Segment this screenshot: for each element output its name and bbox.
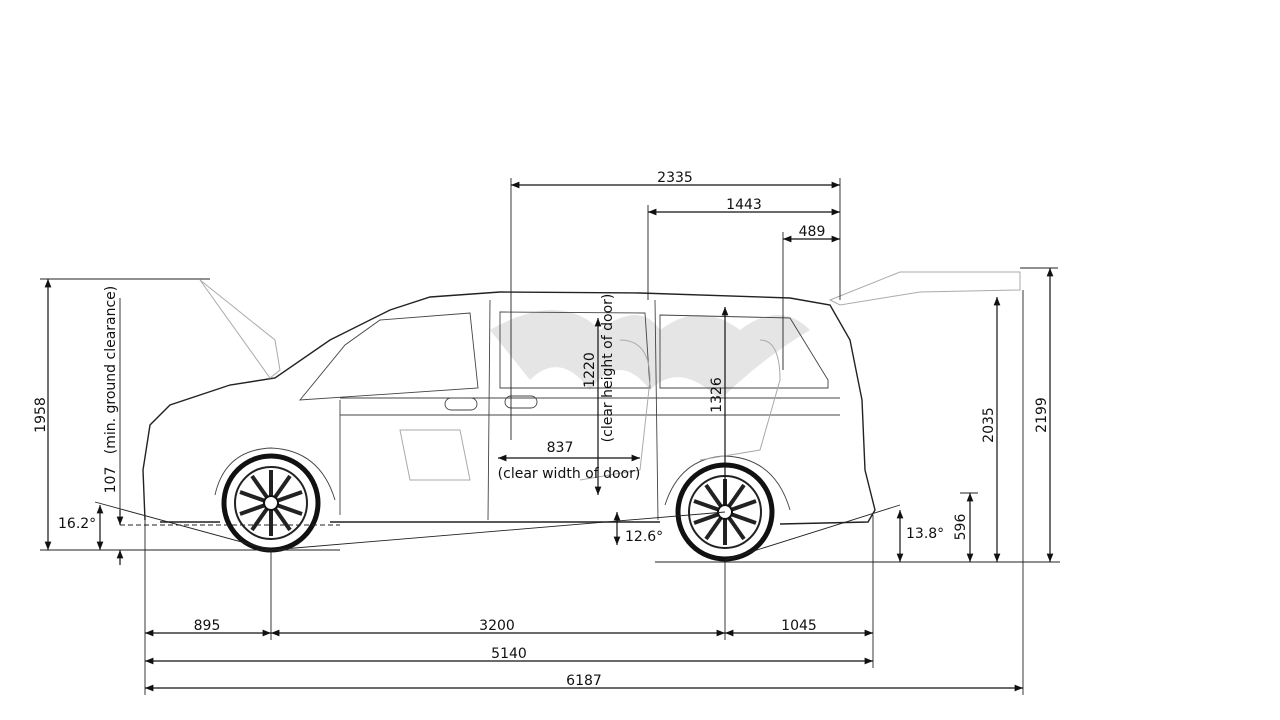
- dim-489-label: 489: [799, 224, 826, 240]
- ramp-angle-label: 12.6°: [625, 529, 663, 545]
- height-596-label: 596: [953, 514, 969, 541]
- door-clear-height-label: 1220: [582, 352, 598, 388]
- watermark-logo: [490, 310, 810, 400]
- door-clear-width-note: (clear width of door): [498, 466, 641, 482]
- dimension-lines: [44, 181, 1054, 692]
- departure-angle-label: 13.8°: [906, 526, 944, 542]
- height-1958-label: 1958: [33, 397, 49, 433]
- dim-1443-label: 1443: [726, 197, 762, 213]
- dim-2335-label: 2335: [657, 170, 693, 186]
- height-2199-label: 2199: [1034, 397, 1050, 433]
- front-wheel: [221, 453, 321, 553]
- height-2035-label: 2035: [981, 407, 997, 443]
- overall-length-label: 6187: [566, 673, 602, 689]
- door-clear-height-note: (clear height of door): [600, 294, 616, 443]
- body-length-label: 5140: [491, 646, 527, 662]
- approach-angle-label: 16.2°: [58, 516, 96, 532]
- ground-clearance-label: 107: [103, 467, 119, 494]
- interior-height-label: 1326: [709, 377, 725, 413]
- ground-lines: [40, 178, 1060, 695]
- wheelbase-label: 3200: [479, 618, 515, 634]
- rear-overhang-label: 1045: [781, 618, 817, 634]
- ground-clearance-note: (min. ground clearance): [103, 286, 119, 455]
- door-clear-width-label: 837: [547, 440, 574, 456]
- front-overhang-label: 895: [194, 618, 221, 634]
